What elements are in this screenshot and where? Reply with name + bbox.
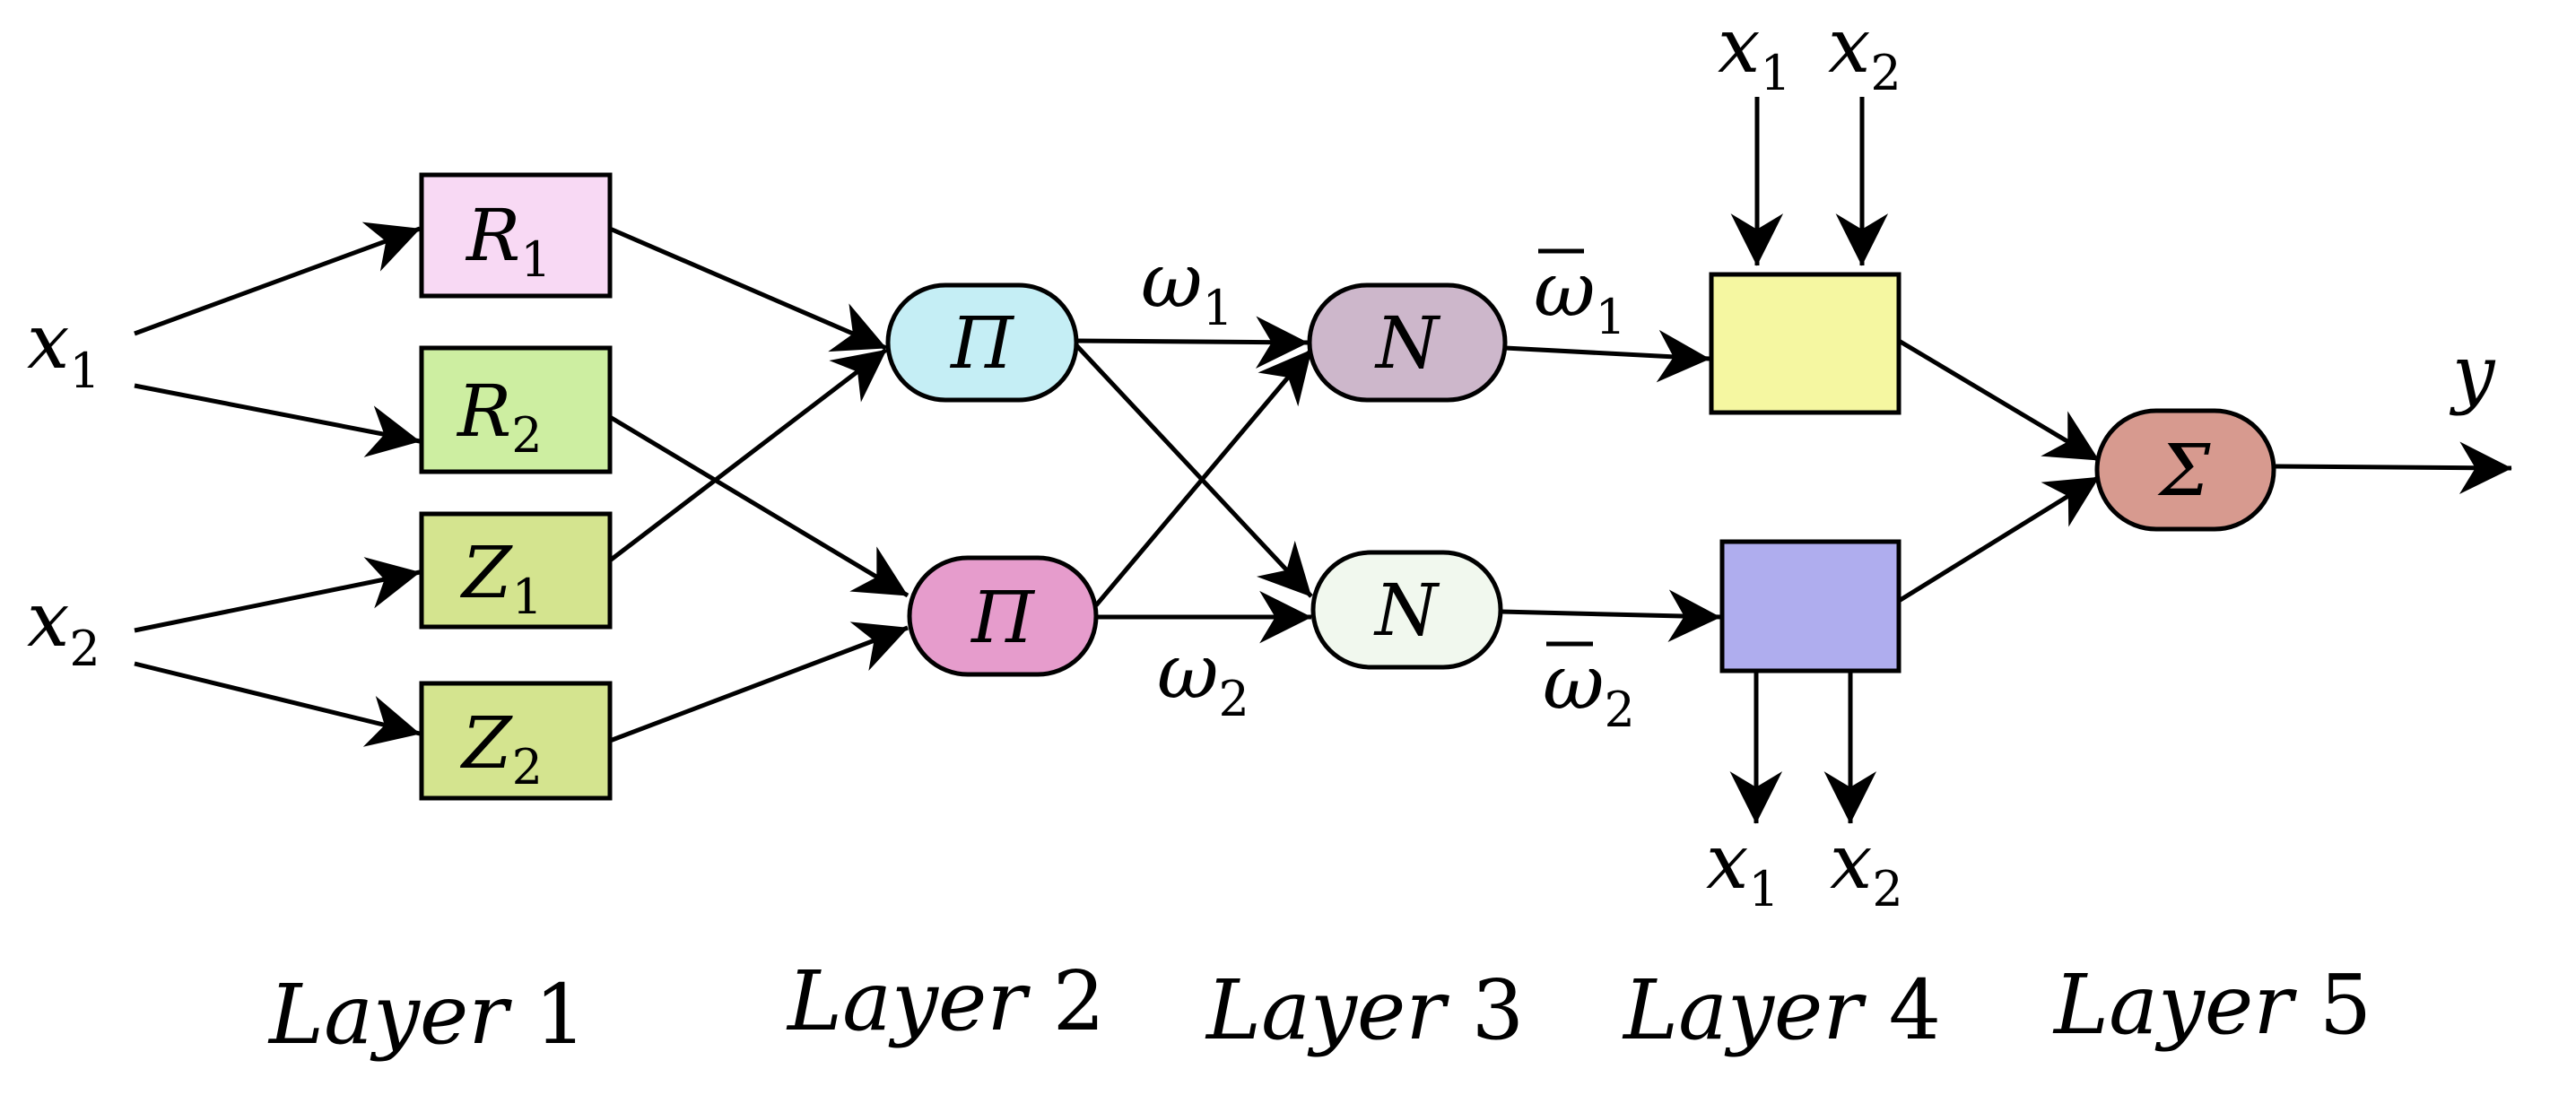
node-sigma: Σ [2094,408,2276,532]
layer4-top-x1-label: x1 [1718,2,1791,101]
node-pi2-shape [907,555,1099,677]
output-y-label: y [2449,329,2496,417]
edge-z1-pi1 [608,348,888,562]
node-z1-box [419,511,613,630]
layer-3-label: Layer 3 [1205,962,1524,1058]
edge-r2-pi2 [608,414,909,598]
node-n2-shape [1310,550,1503,670]
normalized-weight-1: ω1 [1534,246,1626,345]
weight-w1-label: ω1 [1141,237,1233,336]
layer-1-label: Layer 1 [267,967,587,1063]
edge-sq2-sigma [1897,474,2101,604]
node-z1: Z1 [419,511,613,630]
node-n1: N [1307,282,1508,403]
node-r1-box [419,172,613,299]
edge-x2-z2 [134,661,421,747]
node-n1-shape [1307,282,1508,403]
layer-4-label: Layer 4 [1622,962,1941,1058]
node-pi1: Π [885,282,1079,403]
node-n2-label: N [1373,569,1440,652]
node-z1-label: Z1 [459,531,543,625]
node-pi1-shape [885,282,1079,403]
edge-n1-sq1 [1504,329,1710,383]
node-r2-box [419,345,613,474]
layer-5-label: Layer 5 [2052,957,2371,1053]
node-pi1-label: Π [949,301,1015,385]
node-sigma-shape [2094,408,2276,532]
input-x1-label: x1 [27,298,100,399]
node-sigma-label: Σ [2157,429,2211,512]
edge-n2-sq2 [1500,589,1721,643]
edge-pi1-n1 [1075,316,1309,369]
edge-x2-z1 [134,557,421,633]
normalized-weight-1-label: ω1 [1534,246,1626,345]
layer-2-label: Layer 2 [786,953,1105,1049]
layer4-bottom-x1-label: x1 [1706,818,1780,917]
edge-x1-r1 [134,222,421,336]
node-n2: N [1310,550,1503,670]
weight-w2-label: ω2 [1157,628,1249,727]
edge-pi1-n2 [1075,343,1313,598]
normalized-weight-2-label: ω2 [1543,639,1635,738]
edges [134,97,2512,824]
edge-z2-pi2 [609,621,909,743]
edge-pi2-n1 [1094,348,1313,607]
node-layer4-square-1 [1709,272,1902,415]
edge-x1-r2 [134,383,421,457]
node-layer4-square-2 [1719,539,1902,674]
edge-r1-pi1 [609,226,887,352]
normalized-weight-2: ω2 [1543,639,1635,738]
edge-sq1-sigma [1897,338,2101,463]
edge-sigma-output [2273,441,2512,494]
node-n1-label: N [1374,301,1441,385]
node-z2: Z2 [419,681,613,801]
node-z2-label: Z2 [459,701,543,795]
node-r2: R2 [419,345,613,474]
input-x2-label: x2 [27,576,100,677]
node-r1-label: R1 [465,194,552,288]
layer4-top-x2-label: x2 [1828,2,1902,101]
node-pi2-label: Π [970,576,1036,659]
node-pi2: Π [907,555,1099,677]
node-r1: R1 [419,172,613,299]
node-z2-box [419,681,613,801]
layer4-bottom-x2-label: x2 [1830,818,1903,917]
node-r2-label: R2 [456,369,543,464]
